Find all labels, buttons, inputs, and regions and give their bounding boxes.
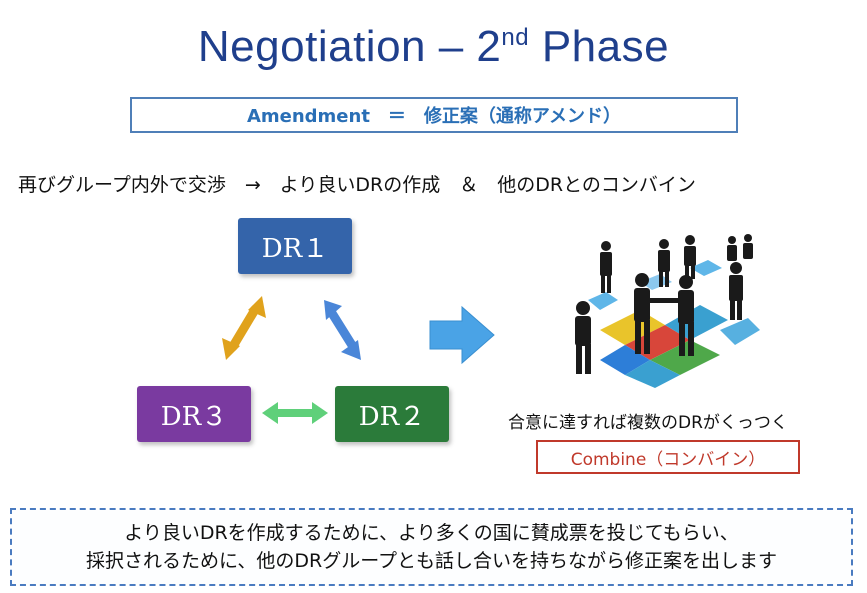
green-double-arrow bbox=[262, 402, 328, 424]
combine-text: Combine（コンバイン） bbox=[570, 449, 766, 470]
note-line-2: 採択されるために、他のDRグループとも話し合いを持ちながら修正案を出します bbox=[85, 550, 778, 572]
slide-title: Negotiation – 2nd Phase bbox=[0, 22, 867, 72]
note-line-1: より良いDRを作成するために、より多くの国に賛成票を投じてもらい、 bbox=[124, 522, 739, 544]
orange-double-arrow bbox=[222, 296, 266, 360]
title-superscript: nd bbox=[501, 24, 530, 51]
big-right-arrow bbox=[429, 305, 495, 365]
dr1-box: DR１ bbox=[238, 218, 352, 274]
title-main: Negotiation – 2 bbox=[197, 22, 502, 71]
blue-double-arrow bbox=[324, 300, 361, 360]
caption-text: 合意に達すれば複数のDRがくっつく bbox=[508, 413, 788, 433]
puzzle-people-illustration bbox=[575, 234, 760, 388]
subtitle-text: 再びグループ内外で交渉 → より良いDRの作成 ＆ 他のDRとのコンバイン bbox=[18, 174, 696, 196]
dr2-box: DR２ bbox=[335, 386, 449, 442]
amendment-text: Amendment ＝ 修正案（通称アメンド） bbox=[246, 106, 622, 127]
amendment-box: Amendment ＝ 修正案（通称アメンド） bbox=[130, 97, 738, 133]
note-box: より良いDRを作成するために、より多くの国に賛成票を投じてもらい、 採択されるた… bbox=[10, 508, 853, 586]
combine-box: Combine（コンバイン） bbox=[536, 440, 800, 474]
title-tail: Phase bbox=[529, 22, 670, 71]
dr3-box: DR３ bbox=[137, 386, 251, 442]
